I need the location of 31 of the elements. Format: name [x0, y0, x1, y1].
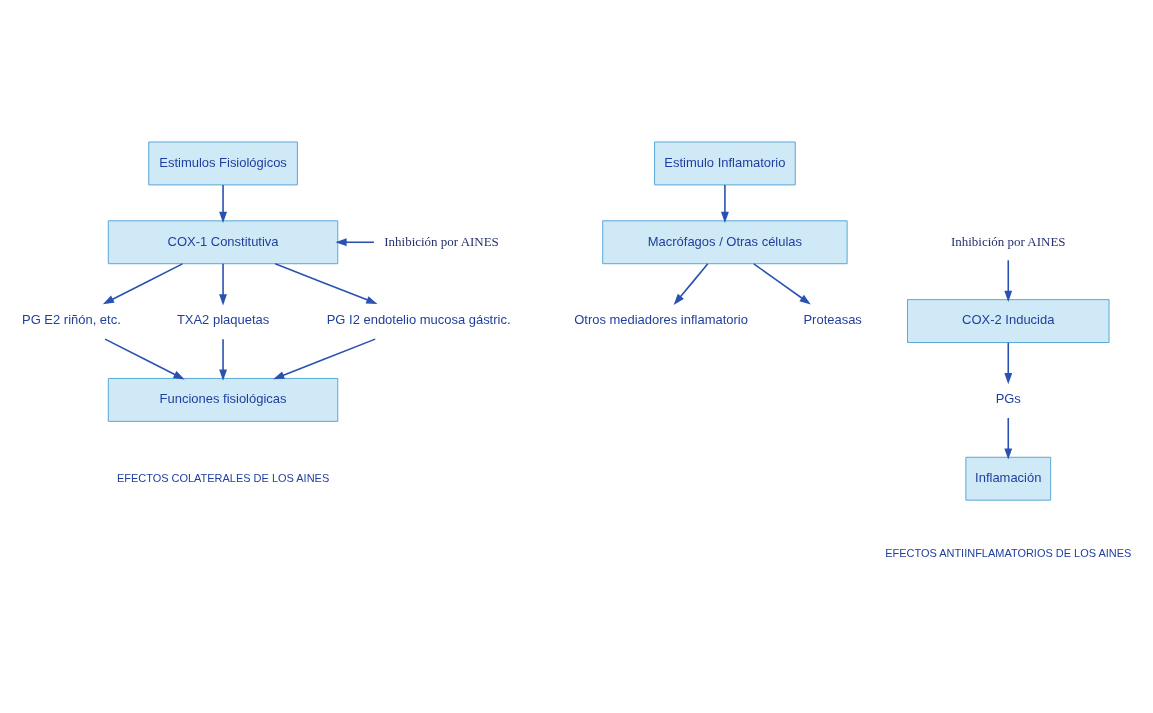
arrow: [721, 183, 729, 223]
arrow: [1004, 416, 1013, 460]
node-box: COX-1 Constitutiva: [107, 219, 339, 264]
arrow: [673, 262, 709, 305]
node-box: Macrófagos / Otras células: [602, 219, 848, 264]
arrow: [104, 337, 185, 379]
arrow: [274, 262, 378, 304]
arrow: [219, 337, 227, 381]
arrow: [273, 337, 376, 379]
arrow: [102, 262, 184, 304]
label: EFECTOS ANTIINFLAMATORIOS DE LOS AINES: [885, 546, 1132, 559]
node-text: PG I2 endotelio mucosa gástric.: [326, 311, 511, 327]
node-text: PGs: [995, 390, 1021, 406]
node-text: TXA2 plaquetas: [176, 311, 270, 327]
node-text: Inhibición por AINES: [384, 233, 499, 249]
node-text: Proteasas: [803, 311, 862, 327]
node-text: Otros mediadores inflamatorio: [574, 311, 748, 327]
node-box: Estimulos Fisiológicos: [148, 141, 298, 185]
label: EFECTOS COLATERALES DE LOS AINES: [116, 471, 330, 484]
arrow: [335, 237, 375, 246]
node-text: PG E2 riñón, etc.: [22, 311, 121, 327]
node-box: Funciones fisiológicas: [107, 377, 339, 422]
arrow: [219, 183, 227, 223]
node-box: Estimulo Inflamatorio: [654, 141, 796, 185]
arrow: [1004, 259, 1013, 302]
arrow: [1004, 341, 1013, 384]
arrow: [219, 262, 227, 305]
arrow: [753, 262, 811, 304]
node-box: COX-2 Inducida: [907, 298, 1110, 343]
node-box: Inflamación: [965, 456, 1052, 501]
node-text: Inhibición por AINES: [950, 233, 1066, 249]
